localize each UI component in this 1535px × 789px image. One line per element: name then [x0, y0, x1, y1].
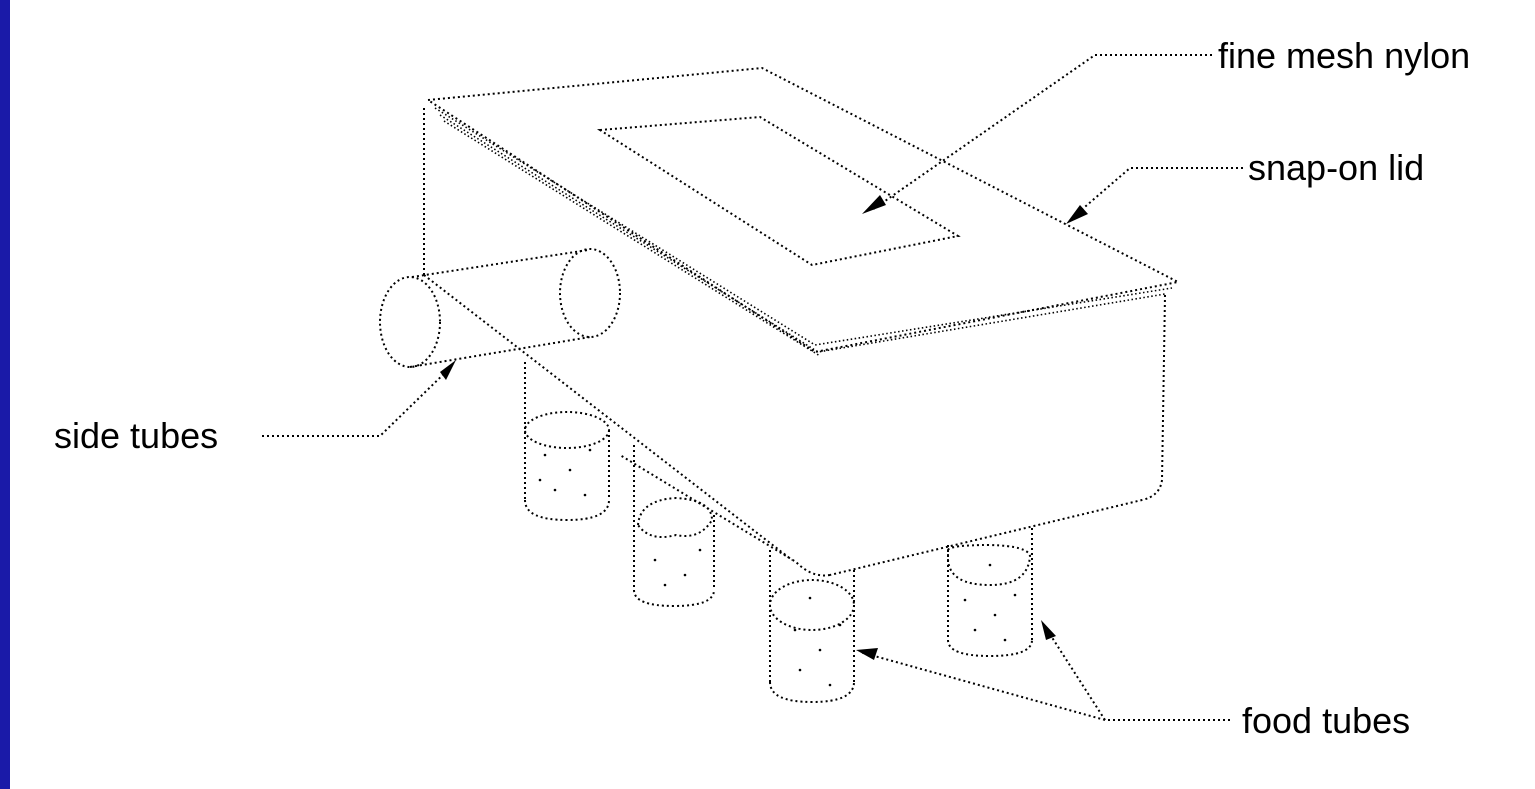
food-specks: [538, 448, 1017, 687]
cage-body: [423, 108, 1166, 577]
side-tube: [379, 248, 621, 368]
food-tube-2: [633, 445, 715, 608]
food-tube-1: [524, 362, 610, 522]
leader-snap-on-lid: [1066, 167, 1243, 224]
mesh-panel: [596, 115, 961, 267]
leader-food-tubes: [856, 620, 1230, 721]
fly-cage-diagram: fine mesh nylon snap-on lid side tubes f…: [54, 35, 1470, 741]
diagram-canvas: fine mesh nylon snap-on lid side tubes f…: [10, 0, 1535, 789]
leader-fine-mesh-nylon: [862, 54, 1212, 214]
food-tube-3: [769, 550, 855, 704]
snap-on-lid: [425, 66, 1182, 357]
label-fine-mesh-nylon: fine mesh nylon: [1218, 35, 1470, 76]
food-tube-4: [947, 528, 1033, 658]
label-food-tubes: food tubes: [1242, 700, 1410, 741]
label-snap-on-lid: snap-on lid: [1248, 147, 1424, 188]
label-side-tubes: side tubes: [54, 415, 218, 456]
leader-side-tubes: [262, 360, 456, 437]
